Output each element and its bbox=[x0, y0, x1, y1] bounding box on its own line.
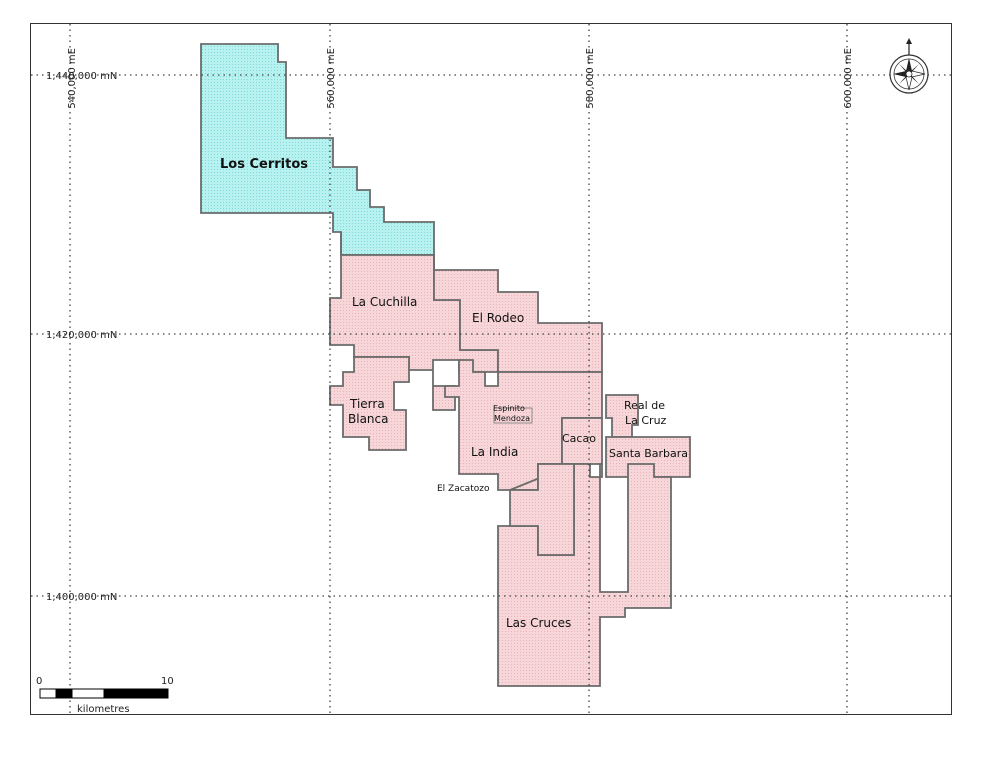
label-santa-barbara: Santa Barbara bbox=[609, 447, 688, 460]
grid-labels: 1,440,000 mN 1,420,000 mN 1,400,000 mN 5… bbox=[46, 48, 854, 603]
concession-santa-barbara[interactable] bbox=[605, 436, 691, 478]
concession-labels: Los Cerritos La Cuchilla El Rodeo Tierra… bbox=[220, 157, 688, 630]
label-espinito-mendoza: Espinito bbox=[493, 404, 525, 413]
label-la-cuchilla: La Cuchilla bbox=[352, 295, 417, 309]
concession-el-rodeo[interactable] bbox=[433, 255, 603, 373]
scale-bar-unit: kilometres bbox=[77, 704, 130, 715]
label-el-rodeo: El Rodeo bbox=[472, 311, 524, 325]
concession-las-cruces-north[interactable] bbox=[509, 463, 575, 556]
scale-bar-end: 10 bbox=[161, 676, 174, 687]
scale-bar-start: 0 bbox=[36, 676, 42, 687]
label-cacao: Cacao bbox=[562, 432, 596, 445]
label-la-india: La India bbox=[471, 445, 518, 459]
easting-label: 580,000 mE bbox=[585, 48, 596, 109]
espinito-mendoza-box bbox=[493, 407, 533, 424]
concession-los-cerritos[interactable] bbox=[200, 43, 435, 256]
label-tierra-blanca: Tierra bbox=[349, 397, 385, 411]
easting-label: 600,000 mE bbox=[843, 48, 854, 109]
northing-label: 1,420,000 mN bbox=[46, 330, 117, 341]
label-tierra-blanca: Blanca bbox=[348, 412, 388, 426]
easting-label: 540,000 mE bbox=[67, 48, 78, 109]
northing-label: 1,400,000 mN bbox=[46, 592, 117, 603]
label-espinito-mendoza: Mendoza bbox=[494, 414, 530, 423]
compass-rose-icon bbox=[889, 38, 929, 94]
northing-label: 1,440,000 mN bbox=[46, 71, 117, 82]
label-el-zacatozo: El Zacatozo bbox=[437, 484, 490, 494]
scale-bar: 0 10 kilometres bbox=[36, 676, 174, 715]
easting-label: 560,000 mE bbox=[326, 48, 337, 109]
label-real-de-la-cruz: La Cruz bbox=[625, 414, 667, 427]
concessions-layer bbox=[200, 43, 691, 687]
label-real-de-la-cruz: Real de bbox=[624, 399, 665, 412]
label-las-cruces: Las Cruces bbox=[506, 616, 571, 630]
label-los-cerritos: Los Cerritos bbox=[220, 157, 308, 172]
